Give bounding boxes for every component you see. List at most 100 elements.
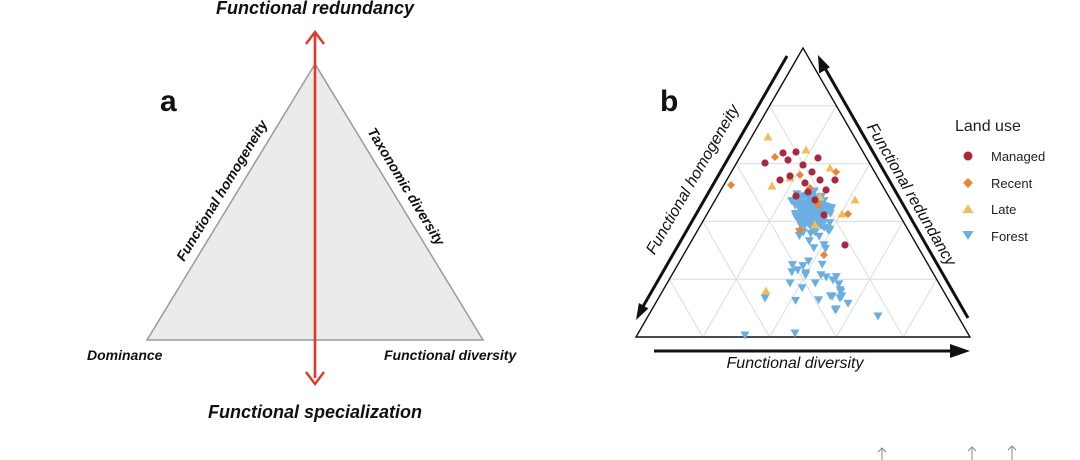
managed-point	[801, 179, 809, 187]
sprout-icon	[877, 447, 887, 460]
forest-point	[825, 209, 835, 218]
legend-item-label: Forest	[991, 229, 1028, 244]
managed-point	[786, 172, 794, 180]
forest-point	[760, 294, 770, 303]
legend-item-recent: Recent	[963, 176, 1033, 191]
forest-point	[873, 312, 883, 321]
forest-point	[835, 286, 845, 295]
grid-line	[769, 163, 871, 338]
forest-point	[824, 203, 834, 212]
late-point	[761, 286, 771, 295]
legend: Land use Managed Recent Late Forest	[955, 118, 1045, 244]
bottom-left-label: Dominance	[87, 347, 163, 363]
recent-point	[832, 168, 840, 176]
managed-point	[822, 186, 830, 194]
sprout-icon	[967, 446, 977, 460]
late-marker-icon	[962, 204, 974, 213]
late-point	[825, 163, 835, 172]
forest-point	[825, 219, 835, 228]
forest-point	[796, 222, 806, 231]
panel-a-label: a	[160, 85, 177, 118]
managed-point	[831, 176, 839, 184]
bottom-right-label: Functional diversity	[384, 347, 517, 363]
managed-point	[811, 196, 819, 204]
late-point	[837, 209, 847, 218]
recent-point	[820, 251, 828, 259]
forest-point	[793, 266, 803, 275]
up-arrowhead-icon	[305, 30, 325, 45]
legend-item-late: Late	[962, 202, 1016, 217]
forest-point	[810, 228, 820, 237]
managed-point	[784, 156, 792, 164]
decorative-marks	[877, 445, 1017, 460]
forest-point	[740, 331, 750, 340]
legend-item-label: Recent	[991, 176, 1033, 191]
recent-point	[771, 153, 779, 161]
forest-point	[791, 296, 801, 305]
forest-point	[787, 261, 797, 270]
forest-point	[794, 231, 804, 240]
legend-title: Land use	[955, 118, 1021, 135]
forest-point	[797, 284, 807, 293]
forest-point	[819, 223, 829, 232]
forest-point	[814, 296, 824, 305]
late-point	[810, 220, 820, 229]
recent-point	[727, 181, 735, 189]
forest-point	[803, 201, 813, 210]
managed-point	[820, 211, 828, 219]
late-point	[763, 132, 773, 141]
forest-point	[816, 271, 826, 280]
left-axis-arrow	[639, 55, 789, 311]
legend-item-forest: Forest	[962, 229, 1028, 244]
managed-marker-icon	[963, 151, 973, 161]
forest-point	[825, 292, 835, 301]
late-point	[767, 181, 777, 190]
panel-b: b Functional homogeneity Functional redu…	[634, 46, 1045, 372]
right-axis-arrow	[820, 62, 970, 319]
managed-point	[761, 159, 769, 167]
sprout-icon	[1007, 445, 1017, 460]
bottom-label: Functional specialization	[208, 402, 422, 422]
forest-point	[843, 299, 853, 308]
forest-point	[830, 306, 840, 315]
forest-point	[804, 237, 814, 246]
legend-item-label: Late	[991, 202, 1016, 217]
forest-point	[787, 268, 797, 277]
forest-point	[803, 257, 813, 266]
forest-point	[819, 241, 829, 250]
forest-point	[809, 244, 819, 253]
grid-line	[769, 105, 904, 338]
ternary-grid	[668, 105, 938, 338]
forest-point	[790, 329, 800, 338]
forest-marker-icon	[962, 231, 974, 240]
forest-point	[800, 211, 810, 220]
right-axis-arrowhead-icon	[818, 55, 830, 74]
grid-line	[702, 105, 837, 338]
legend-item-label: Managed	[991, 149, 1045, 164]
forest-point	[828, 276, 838, 285]
panel-b-label: b	[660, 85, 678, 118]
managed-point	[792, 148, 800, 156]
managed-point	[792, 192, 800, 200]
left-axis-arrowhead-icon	[636, 303, 649, 320]
grid-line	[902, 278, 938, 338]
forest-point	[817, 260, 827, 269]
legend-item-managed: Managed	[963, 149, 1045, 164]
grid-line	[735, 163, 837, 338]
forest-point	[834, 280, 844, 289]
panel-a: a Functional redundancy Functional speci…	[87, 0, 517, 422]
managed-point	[804, 188, 812, 196]
forest-point	[798, 262, 808, 271]
managed-point	[816, 176, 824, 184]
ternary-plot-border	[634, 46, 972, 338]
forest-point	[803, 193, 813, 202]
forest-point	[835, 294, 845, 303]
grid-line	[668, 278, 704, 338]
recent-point	[844, 210, 852, 218]
late-point	[801, 145, 811, 154]
managed-point	[779, 149, 787, 157]
down-arrowhead-icon	[305, 371, 325, 386]
late-point	[850, 195, 860, 204]
forest-point	[810, 279, 820, 288]
managed-point	[808, 168, 816, 176]
